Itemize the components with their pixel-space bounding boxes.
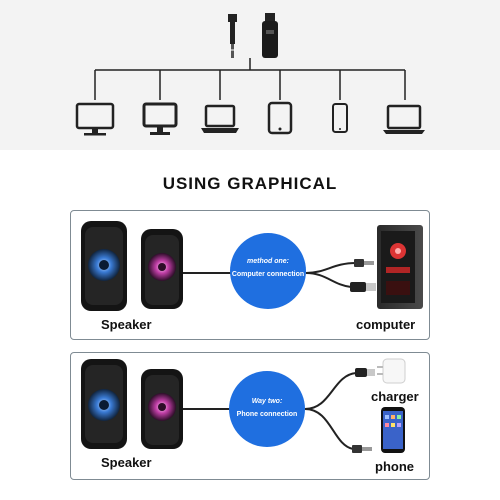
aux-plug-icon	[228, 14, 237, 58]
method-one-subtitle: Computer connection	[231, 271, 305, 278]
computer-label: computer	[356, 317, 416, 332]
method-two-panel: Way two: Phone connection Speaker charge…	[70, 352, 430, 480]
left-speaker-image	[81, 221, 127, 311]
computer-tower-image	[377, 225, 423, 309]
right-speaker-image	[141, 369, 183, 449]
desktop-monitor-icon	[142, 102, 178, 135]
method-two-circle	[229, 371, 305, 447]
speaker-label: Speaker	[101, 317, 152, 332]
device-tree-band	[0, 0, 500, 150]
usb-plug-icon	[355, 368, 375, 377]
method-one-circle-text: method one: Computer connection	[223, 255, 313, 281]
section-heading: USING GRAPHICAL	[162, 174, 338, 193]
monitor-icon	[75, 102, 115, 136]
method-one-panel: method one: Computer connection Speaker …	[70, 210, 430, 340]
phone-image	[381, 407, 405, 453]
method-one-circle	[230, 233, 306, 309]
left-speaker-image	[81, 359, 127, 449]
charger-image	[377, 358, 406, 384]
device-tree	[75, 13, 425, 136]
phone-icon	[332, 103, 348, 133]
tablet-icon	[267, 101, 293, 135]
method-one-title: method one:	[247, 258, 289, 265]
usb-plug-icon	[262, 13, 278, 58]
phone-label: phone	[375, 459, 414, 474]
method-two-subtitle: Phone connection	[236, 411, 298, 418]
right-speaker-image	[141, 229, 183, 309]
laptop-icon	[201, 104, 239, 133]
laptop-icon	[383, 104, 425, 134]
method-two-title: Way two:	[251, 398, 283, 405]
aux-plug-icon	[354, 259, 374, 267]
usb-plug-icon	[350, 282, 376, 292]
charger-label: charger	[371, 389, 419, 404]
method-two-circle-text: Way two: Phone connection	[222, 395, 312, 421]
aux-plug-icon	[352, 445, 372, 453]
speaker-label: Speaker	[101, 455, 152, 470]
